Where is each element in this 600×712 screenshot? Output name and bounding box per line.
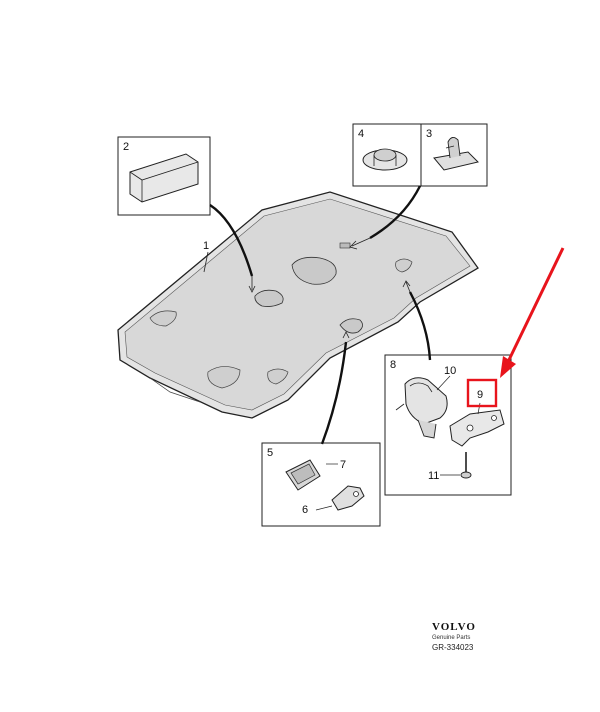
callout-8: 8 [390,359,396,371]
callout-2: 2 [123,141,129,153]
box-part-2: 2 [117,136,211,216]
leader-3-4 [369,185,422,240]
brand-name: VOLVO [432,621,476,633]
callout-10: 10 [444,365,456,377]
callout-6: 6 [302,504,308,516]
box-part-8: 8 [384,354,512,496]
callout-9: 9 [477,389,483,401]
leader-8 [408,291,432,361]
brand-logo-block: VOLVO Genuine Parts GR-334023 [432,621,512,653]
diagram-code: GR-334023 [432,643,474,652]
callout-11: 11 [428,470,439,482]
leader-2 [209,203,254,277]
callout-4: 4 [358,128,364,140]
highlight-box-9 [466,378,498,408]
box-part-3: 3 [420,123,488,187]
box-part-5: 5 [261,442,381,527]
red-arrow-icon [500,247,565,378]
headliner-part [117,191,479,419]
callout-7: 7 [340,459,346,471]
box-part-4: 4 [352,123,422,187]
brand-subtitle: Genuine Parts [432,635,471,641]
callout-1: 1 [203,240,209,252]
leader-5 [320,341,348,445]
callout-3: 3 [426,128,432,140]
leader-1 [203,251,209,273]
callout-5: 5 [267,447,273,459]
